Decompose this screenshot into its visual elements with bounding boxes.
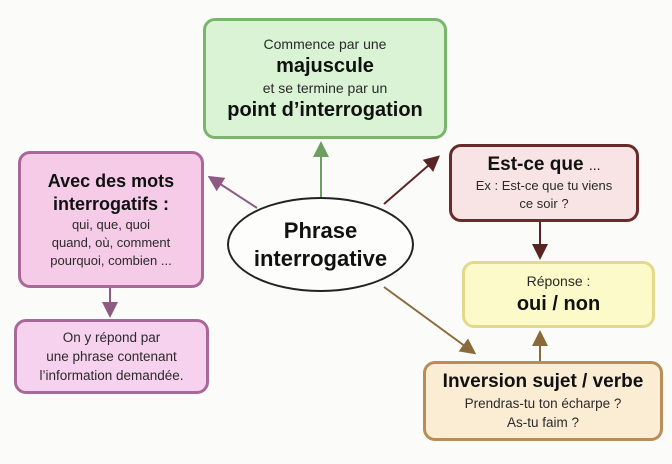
node-text: pourquoi, combien ... bbox=[50, 252, 172, 268]
node-text: Ex : Est-ce que tu viens bbox=[475, 178, 613, 193]
arrow-center-to-est-ce-que bbox=[383, 155, 441, 205]
node-text: ce soir ? bbox=[519, 196, 569, 211]
center-title: interrogative bbox=[253, 245, 388, 271]
node-title: Est-ce que ... bbox=[487, 153, 600, 177]
node-text: quand, où, comment bbox=[51, 234, 171, 250]
node-interrogative-words: Avec des mots interrogatifs : qui, que, … bbox=[18, 151, 204, 288]
node-keyword: point d’interrogation bbox=[227, 98, 423, 121]
arrow-center-to-inversion bbox=[383, 286, 477, 355]
node-text: qui, que, quoi bbox=[71, 216, 151, 232]
node-title: Inversion sujet / verbe bbox=[442, 371, 644, 392]
center-title: Phrase bbox=[283, 217, 358, 243]
node-keyword: majuscule bbox=[276, 54, 374, 77]
node-est-ce-que: Est-ce que ... Ex : Est-ce que tu viens … bbox=[449, 144, 639, 222]
node-text: On y répond par bbox=[62, 330, 161, 345]
node-title: Avec des mots bbox=[47, 170, 175, 191]
node-text: Prendras-tu ton écharpe ? bbox=[464, 396, 622, 411]
node-subject-verb-inversion: Inversion sujet / verbe Prendras-tu ton … bbox=[423, 361, 663, 441]
node-yes-no-answer: Réponse : oui / non bbox=[462, 261, 655, 328]
node-text: et se termine par un bbox=[262, 79, 388, 96]
node-text: une phrase contenant bbox=[46, 349, 177, 364]
center-node-phrase-interrogative: Phrase interrogative bbox=[227, 197, 414, 292]
node-text: l’information demandée. bbox=[39, 368, 184, 383]
node-information-answer: On y répond par une phrase contenant l’i… bbox=[14, 319, 209, 394]
node-capital-and-question-mark: Commence par une majuscule et se termine… bbox=[203, 18, 447, 139]
node-title: interrogatifs : bbox=[52, 193, 169, 214]
node-text: As-tu faim ? bbox=[506, 415, 580, 430]
node-title-text: Est-ce que bbox=[487, 154, 584, 175]
node-keyword: oui / non bbox=[516, 292, 601, 315]
node-text: Commence par une bbox=[263, 35, 387, 52]
node-text: Réponse : bbox=[526, 272, 591, 289]
ellipsis: ... bbox=[588, 157, 601, 173]
arrow-center-to-interrogative-words bbox=[207, 175, 258, 209]
